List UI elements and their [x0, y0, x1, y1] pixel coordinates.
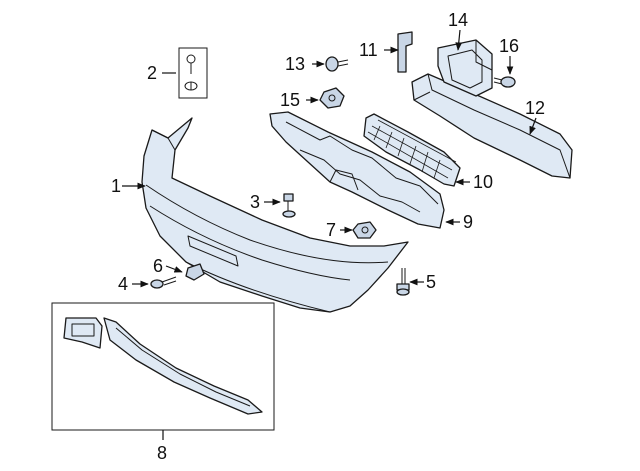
- callout-4: 4: [118, 274, 128, 294]
- nut-part-7: [352, 221, 377, 239]
- callout-9: 9: [463, 212, 473, 232]
- screw-part-4: [150, 276, 177, 289]
- trim-kit-box: [51, 302, 275, 431]
- callout-15: 15: [280, 90, 300, 110]
- callout-6: 6: [153, 256, 163, 276]
- callout-13: 13: [285, 54, 305, 74]
- fastener-kit-box: [178, 47, 208, 99]
- callout-5: 5: [426, 272, 436, 292]
- callout-1: 1: [111, 176, 121, 196]
- callout-11: 11: [359, 40, 378, 60]
- grille-absorber: [363, 113, 461, 187]
- callout-7: 7: [326, 220, 336, 240]
- callout-3: 3: [250, 192, 260, 212]
- callout-labels: 1 2 3 4 5 6 7 8 9 10 11 12 13 14 15 16: [111, 10, 545, 463]
- bolt-part-13: [325, 56, 349, 72]
- leader-12: [529, 117, 537, 135]
- nut-part-15: [319, 87, 345, 109]
- callout-10: 10: [473, 172, 493, 192]
- callout-16: 16: [499, 36, 519, 56]
- clip-part-6: [185, 263, 205, 281]
- bolt-part-3: [282, 193, 296, 218]
- callout-12: 12: [525, 98, 545, 118]
- energy-absorber: [269, 111, 445, 229]
- callout-14: 14: [448, 10, 468, 30]
- bolt-part-16: [493, 76, 516, 88]
- bracket-part-11: [397, 31, 413, 73]
- bolt-part-5: [396, 268, 410, 296]
- leader-lines: [122, 29, 537, 440]
- leader-6: [165, 265, 183, 273]
- mount-bracket: [437, 39, 493, 97]
- bumper-cover: [141, 117, 409, 313]
- callout-8: 8: [157, 443, 167, 463]
- callout-2: 2: [147, 63, 157, 83]
- leader-14: [455, 29, 463, 51]
